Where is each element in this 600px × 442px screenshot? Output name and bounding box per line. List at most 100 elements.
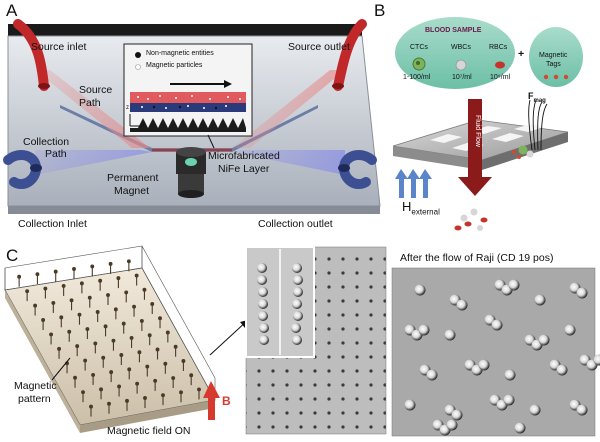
pillar-cap xyxy=(161,393,165,398)
h-main: H xyxy=(402,199,412,214)
pillar-cap xyxy=(67,329,72,334)
raji-cell xyxy=(418,324,430,336)
b-field-label: B xyxy=(222,394,231,408)
pillar-cap xyxy=(41,318,46,322)
permanent-magnet-label-line2: Magnet xyxy=(114,185,150,197)
raji-cell xyxy=(564,324,576,336)
raji-cell xyxy=(491,319,503,331)
raji-cell xyxy=(534,294,546,306)
microfabricated-label-line1: Microfabricated xyxy=(208,150,280,162)
pillar-cap xyxy=(137,350,142,355)
pillar-cap xyxy=(124,290,129,295)
fluid-flow-label: Fluid Flow xyxy=(474,115,481,147)
pillar-cap xyxy=(111,338,116,343)
raji-cell xyxy=(576,404,588,416)
pillar-cap xyxy=(165,330,170,335)
panel-c-graphic xyxy=(4,245,600,437)
pillar-cap xyxy=(17,274,22,279)
magnetic-pattern-label-line1: Magnetic xyxy=(14,380,57,392)
inset-axis-y: y xyxy=(142,121,145,127)
pillar-cap xyxy=(35,272,40,277)
raji-cell xyxy=(426,369,438,381)
pillar-cap xyxy=(83,358,88,363)
pillar-cap xyxy=(171,376,176,380)
source-inlet-label: Source inlet xyxy=(31,41,87,53)
pillar-cap xyxy=(179,390,183,395)
raji-cell xyxy=(504,369,516,381)
pillar-cap xyxy=(98,278,103,283)
pillar-cap xyxy=(163,361,168,366)
pillar-cap xyxy=(85,327,90,331)
pillar-cap xyxy=(119,353,124,357)
pillar-cap xyxy=(43,286,48,291)
pillar-cap xyxy=(90,264,95,269)
rbc-count: 10⁹/ml xyxy=(490,74,511,81)
pillar-cap xyxy=(155,347,160,352)
pillar-cap xyxy=(73,375,77,380)
collection-inlet-label: Collection Inlet xyxy=(18,218,87,230)
panel-c-letter: C xyxy=(6,246,19,265)
pillar-cap xyxy=(145,364,150,369)
magnetic-tags-label-line1: Magnetic xyxy=(539,52,568,59)
inset-axis-z: z xyxy=(126,105,129,111)
pillar-cap xyxy=(108,261,113,266)
panel-a-letter: A xyxy=(6,1,18,20)
raji-cell xyxy=(414,284,426,296)
pillar-cap xyxy=(91,372,96,377)
fmag-sub: mag xyxy=(533,97,546,104)
pillar-cap xyxy=(142,287,147,292)
rbc-label: RBCs xyxy=(489,44,508,51)
pillar-cap xyxy=(51,300,56,305)
pillar-cap xyxy=(109,370,114,375)
panel-b-letter: B xyxy=(374,1,386,20)
pillar-cap xyxy=(101,355,106,360)
raji-cell xyxy=(529,404,541,416)
pillar-cap xyxy=(189,373,194,378)
pillar-cap xyxy=(89,404,93,409)
collection-path-label-line2: Path xyxy=(45,148,67,160)
raji-cell xyxy=(503,394,515,406)
pillar-cap xyxy=(49,332,54,337)
pillar-cap xyxy=(59,315,64,320)
raji-cell xyxy=(556,364,568,376)
pillar-cap xyxy=(129,335,134,340)
pillar-cap xyxy=(197,387,201,392)
raji-cell xyxy=(593,354,600,366)
pillar-cap xyxy=(158,316,162,321)
wbc-count: 10⁷/ml xyxy=(452,74,472,81)
pillar-cap xyxy=(25,289,30,294)
pillar-cap xyxy=(61,283,66,288)
pillar-cap xyxy=(69,298,74,303)
fmag-main: F xyxy=(528,91,534,101)
pillar-cap xyxy=(153,378,158,383)
panel-a-graphic xyxy=(3,19,381,214)
magnetic-field-on-label: Magnetic field ON xyxy=(107,425,191,437)
pillar-cap xyxy=(53,269,58,274)
magnetic-pattern-label-line2: pattern xyxy=(18,393,51,405)
pillar-cap xyxy=(173,344,178,349)
collection-path-label-line1: Collection xyxy=(23,136,70,148)
pillar-cap xyxy=(81,390,85,395)
raji-cell xyxy=(451,409,463,421)
pillar-cap xyxy=(77,312,82,317)
source-path-label-line1: Source xyxy=(79,84,113,96)
raji-cell xyxy=(576,287,588,299)
microfabricated-label-line2: NiFe Layer xyxy=(218,163,270,175)
wbc-label: WBCs xyxy=(451,44,471,51)
pillar-cap xyxy=(127,367,132,372)
source-path-label-line2: Path xyxy=(79,97,101,109)
pillar-cap xyxy=(125,398,129,403)
pillar-cap xyxy=(107,401,111,406)
raji-cell xyxy=(478,359,490,371)
pillar-cap xyxy=(116,276,121,281)
legend-non-magnetic: Non-magnetic entities xyxy=(146,50,214,57)
pillar-cap xyxy=(95,310,100,314)
blood-sample-label: BLOOD SAMPLE xyxy=(425,27,482,34)
pillar-cap xyxy=(75,344,80,349)
raji-cell xyxy=(446,419,458,431)
pillar-cap xyxy=(134,273,139,278)
pillar-cap xyxy=(117,384,122,389)
pillar-cap xyxy=(87,295,92,300)
pillar-cap xyxy=(103,324,108,329)
